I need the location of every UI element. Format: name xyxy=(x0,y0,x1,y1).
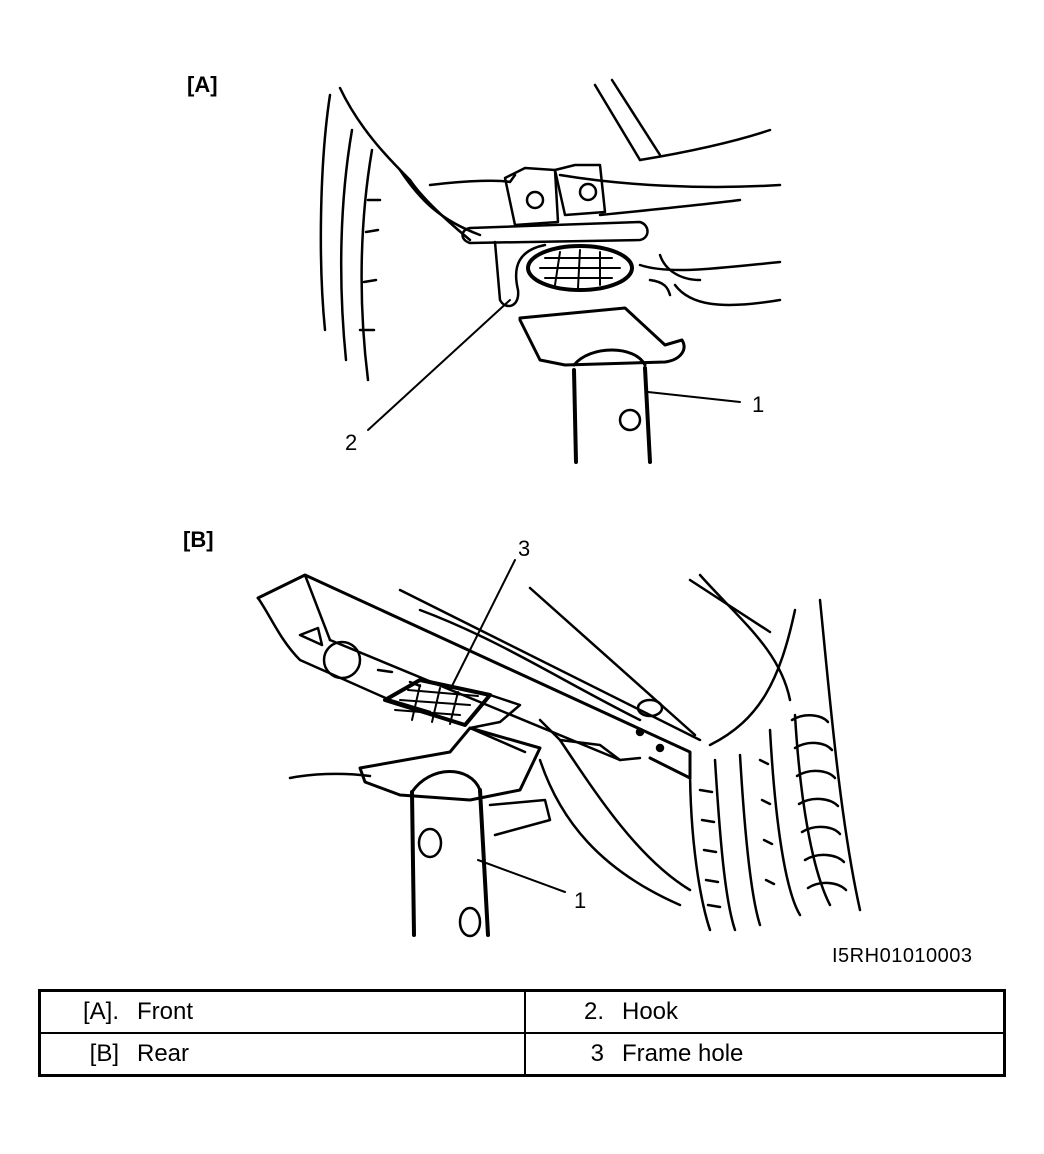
panel-a-drawing xyxy=(319,78,782,464)
callout-b-1: 1 xyxy=(574,888,587,913)
panel-a-label: [A] xyxy=(187,72,218,97)
legend-row: [A]. Front 2. Hook xyxy=(38,989,1006,1034)
jack-placement-illustration xyxy=(256,78,862,938)
figure-code: I5RH01010003 xyxy=(832,945,973,967)
panel-b-label: [B] xyxy=(183,527,214,552)
legend-text: Front xyxy=(137,998,194,1025)
callout-a-2: 2 xyxy=(345,430,358,455)
legend-key: 2. xyxy=(583,998,604,1025)
legend-cell: [B] Rear xyxy=(38,1032,526,1077)
legend-row: [B] Rear 3 Frame hole xyxy=(38,1032,1006,1077)
diagram-figure: [A] [B] 1 2 3 1 I5RH01010003 xyxy=(183,72,973,967)
legend-text: Hook xyxy=(622,998,679,1025)
callout-b-3: 3 xyxy=(518,536,531,561)
legend-cell: 3 Frame hole xyxy=(524,1032,1006,1077)
legend-key: [B] xyxy=(89,1040,119,1067)
panel-b-drawing xyxy=(256,559,862,938)
legend-text: Frame hole xyxy=(622,1040,744,1067)
legend-cell: 2. Hook xyxy=(524,989,1006,1034)
legend-key: 3 xyxy=(590,1040,604,1067)
legend-key: [A]. xyxy=(82,998,119,1025)
legend-cell: [A]. Front xyxy=(38,989,526,1034)
callout-a-1: 1 xyxy=(752,392,765,417)
legend-text: Rear xyxy=(137,1040,190,1067)
legend-table: [A]. Front 2. Hook [B] Rear 3 Frame hole xyxy=(38,989,1006,1077)
